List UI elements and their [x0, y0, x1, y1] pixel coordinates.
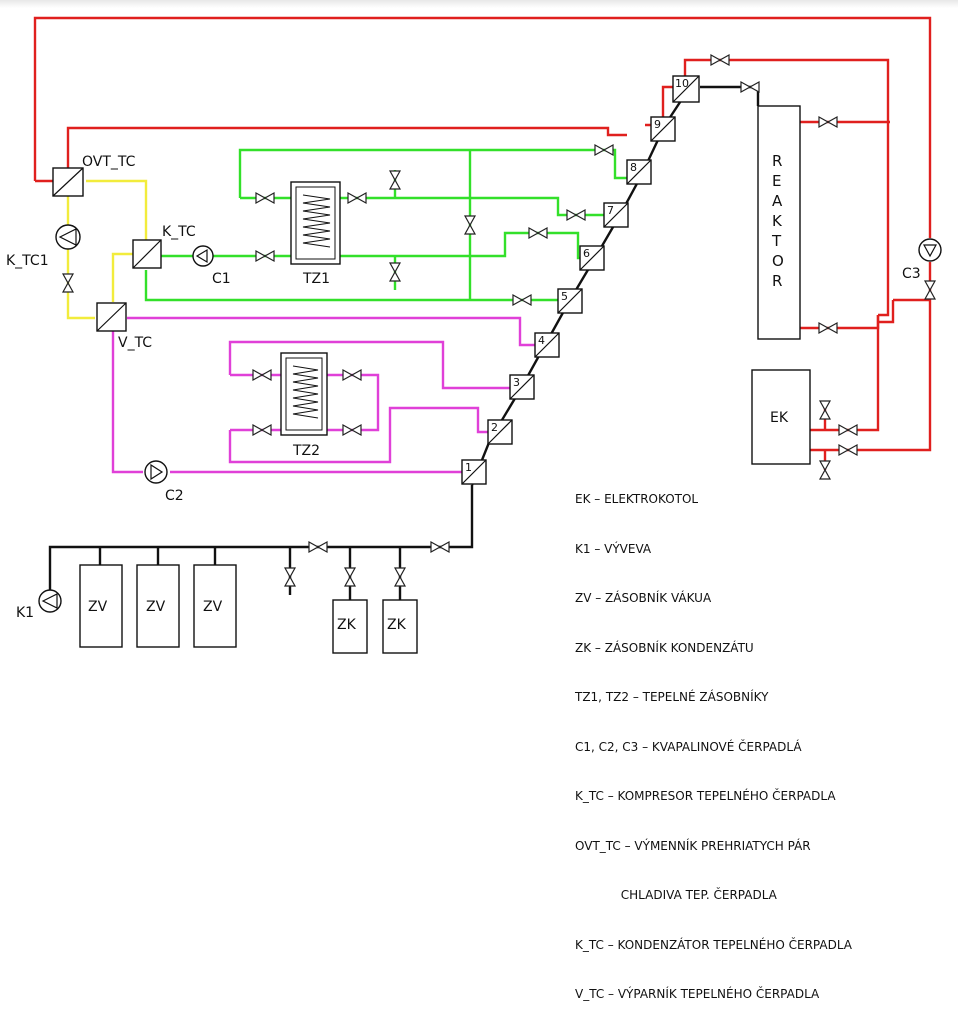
magenta-circuit: [111, 316, 535, 474]
electric-boiler: [751, 369, 811, 465]
svg-text:K: K: [772, 212, 783, 230]
tank-tz2: [280, 352, 328, 436]
svg-text:2: 2: [491, 421, 498, 434]
reactor: [757, 105, 801, 340]
legend: EK – ELEKTROKOTOL K1 – VÝVEVA ZV – ZÁSOB…: [575, 458, 852, 1019]
pump-c1: [192, 245, 214, 267]
legend-item: EK – ELEKTROKOTOL: [575, 492, 699, 506]
exchanger-8: 8: [626, 159, 652, 185]
exchanger-ovt-tc: [52, 167, 84, 197]
legend-item: ZV – ZÁSOBNÍK VÁKUA: [575, 591, 712, 605]
svg-text:3: 3: [513, 376, 520, 389]
svg-text:6: 6: [583, 247, 590, 260]
vacuum-tank-3: [193, 564, 237, 648]
exchanger-k-tc: [132, 239, 162, 269]
svg-text:T: T: [771, 232, 782, 250]
top-edge: [0, 0, 958, 8]
svg-text:5: 5: [561, 290, 568, 303]
legend-item: C1, C2, C3 – KVAPALINOVÉ ČERPADLÁ: [575, 739, 802, 754]
tank-tz1: [290, 181, 341, 265]
label-ovt-tc: OVT_TC: [82, 154, 136, 170]
exchanger-7: 7: [603, 202, 629, 228]
vacuum-tank-1: [79, 564, 123, 648]
svg-text:1: 1: [465, 461, 472, 474]
exchanger-5: 5: [557, 288, 583, 314]
label-zv-3: ZV: [203, 599, 223, 615]
legend-item: V_TC – VÝPARNÍK TEPELNÉHO ČERPADLA: [575, 987, 820, 1001]
exchanger-10: 10: [672, 75, 700, 103]
label-k1: K1: [16, 605, 34, 621]
condensate-tank-2: [382, 599, 418, 654]
exchanger-1: 1: [461, 459, 487, 485]
label-tz2: TZ2: [292, 443, 320, 459]
label-tz1: TZ1: [302, 271, 330, 287]
legend-item: TZ1, TZ2 – TEPELNÉ ZÁSOBNÍKY: [575, 690, 769, 704]
legend-item: K_TC – KOMPRESOR TEPELNÉHO ČERPADLA: [575, 789, 836, 803]
label-zv-2: ZV: [146, 599, 166, 615]
svg-text:8: 8: [630, 161, 637, 174]
exchanger-3: 3: [509, 374, 535, 400]
label-v-tc: V_TC: [118, 335, 152, 351]
svg-text:10: 10: [675, 77, 689, 90]
reactor-letters: R E A K T O R: [771, 152, 784, 290]
svg-text:A: A: [772, 192, 783, 210]
pump-c2: [144, 460, 168, 484]
label-zk-1: ZK: [337, 617, 357, 633]
legend-item: ZK – ZÁSOBNÍK KONDENZÁTU: [575, 640, 754, 655]
exchanger-6: 6: [579, 245, 605, 271]
label-zv-1: ZV: [88, 599, 108, 615]
process-diagram: 1 2 3 4 5 6 7 8 9 10: [6, 16, 942, 654]
svg-text:E: E: [772, 172, 781, 190]
label-c3: C3: [902, 266, 921, 282]
exchanger-4: 4: [534, 332, 560, 358]
svg-text:7: 7: [607, 204, 614, 217]
legend-item: CHLADIVA TEP. ČERPADLA: [575, 888, 777, 902]
exchanger-9: 9: [650, 116, 676, 142]
label-k-tc: K_TC: [162, 224, 196, 240]
legend-item: K1 – VÝVEVA: [575, 541, 652, 556]
label-ek: EK: [770, 410, 789, 426]
svg-text:O: O: [772, 252, 784, 270]
vacuum-pump-k1: [38, 589, 62, 613]
pump-c3: [918, 238, 942, 262]
vacuum-tank-2: [136, 564, 180, 648]
compressor-k-tc1: [55, 224, 81, 250]
svg-text:9: 9: [654, 118, 661, 131]
exchanger-2: 2: [487, 419, 513, 445]
legend-item: K_TC – KONDENZÁTOR TEPELNÉHO ČERPADLA: [575, 937, 853, 952]
label-c1: C1: [212, 271, 231, 287]
legend-item: OVT_TC – VÝMENNÍK PREHRIATYCH PÁR: [575, 838, 811, 853]
svg-text:R: R: [772, 152, 782, 170]
svg-text:4: 4: [538, 334, 545, 347]
svg-text:R: R: [772, 272, 782, 290]
label-k-tc1: K_TC1: [6, 253, 49, 269]
exchanger-v-tc: [96, 302, 127, 332]
condensate-tank-1: [332, 599, 368, 654]
label-c2: C2: [165, 488, 184, 504]
label-zk-2: ZK: [387, 617, 407, 633]
